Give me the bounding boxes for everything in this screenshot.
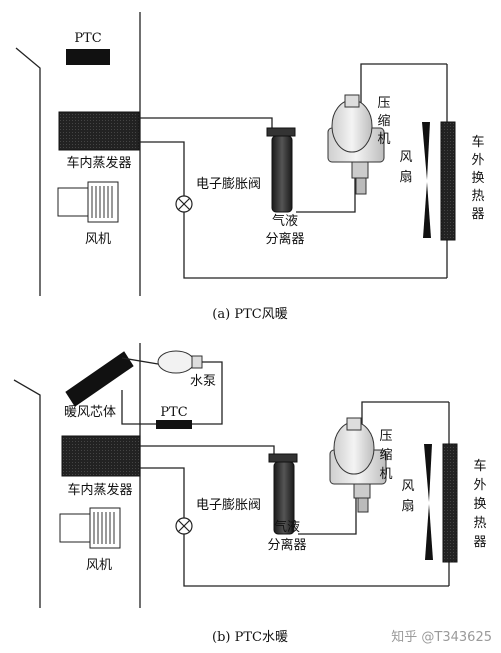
water-pump-label: 水泵 (190, 374, 216, 389)
compressor-label-1: 压 (377, 96, 390, 111)
compressor-label-2: 缩 (379, 447, 392, 463)
heater-core-label: 暖风芯体 (64, 405, 116, 420)
expansion-valve-label: 电子膨胀阀 (196, 177, 261, 192)
heater-core (65, 351, 134, 407)
fan-label-2: 扇 (401, 498, 414, 514)
exchanger-label-2: 外 (471, 153, 484, 168)
caption-a: (a) PTC风暖 (212, 307, 287, 322)
outdoor-heat-exchanger (440, 121, 456, 241)
expansion-valve-icon (175, 195, 193, 213)
ptc-label: PTC (74, 31, 101, 46)
separator-label-2: 分离器 (265, 231, 304, 247)
fan-label-1: 风 (401, 479, 414, 494)
compressor-icon (329, 417, 387, 513)
refrigerant-circuit (139, 63, 448, 279)
evaporator-label: 车内蒸发器 (67, 482, 132, 498)
exchanger-label-5: 器 (473, 535, 486, 550)
hvac-wall-left (15, 47, 41, 296)
panel-b: 暖风芯体 水泵 PTC 车内蒸发器 风机 (13, 343, 487, 645)
exchanger-label-1: 车 (471, 134, 484, 150)
fan-icon (422, 122, 431, 238)
exchanger-label-1: 车 (473, 458, 486, 474)
ptc-label: PTC (160, 405, 187, 420)
separator-label-1: 气液 (272, 213, 298, 229)
caption-b: (b) PTC水暖 (212, 630, 288, 645)
compressor-label-3: 机 (377, 132, 390, 147)
outdoor-heat-exchanger (442, 443, 458, 563)
expansion-valve-icon (175, 517, 193, 535)
exchanger-label-2: 外 (473, 478, 486, 493)
blower-label: 风机 (86, 558, 112, 573)
panel-a: PTC 车内蒸发器 风机 (15, 12, 485, 322)
blower-icon (59, 507, 121, 549)
fan-label-1: 风 (399, 150, 412, 165)
exchanger-label-3: 换 (473, 497, 486, 512)
refrigerant-circuit (140, 401, 450, 587)
water-pump-icon (157, 350, 203, 374)
separator-label-2: 分离器 (267, 537, 306, 553)
compressor-label-1: 压 (379, 429, 392, 444)
cabin-evaporator (58, 111, 140, 151)
ptc-heater (156, 420, 192, 429)
blower-label: 风机 (85, 232, 111, 247)
gas-liquid-separator (266, 127, 296, 213)
expansion-valve-label: 电子膨胀阀 (196, 498, 261, 513)
hvac-wall-left (13, 379, 41, 608)
blower-icon (57, 181, 119, 223)
watermark: 知乎 @T343625 (391, 629, 492, 645)
exchanger-label-3: 换 (471, 171, 484, 186)
exchanger-label-5: 器 (471, 207, 484, 222)
gas-liquid-separator (268, 453, 298, 535)
cabin-evaporator (61, 435, 141, 477)
ptc-heater (66, 49, 110, 65)
fan-label-2: 扇 (399, 169, 412, 185)
exchanger-label-4: 热 (471, 189, 484, 204)
compressor-label-3: 机 (379, 467, 392, 482)
coolant-circuit (121, 357, 223, 425)
compressor-icon (327, 94, 385, 195)
exchanger-label-4: 热 (473, 516, 486, 531)
separator-label-1: 气液 (274, 519, 300, 535)
compressor-label-2: 缩 (377, 113, 390, 129)
evaporator-label: 车内蒸发器 (66, 155, 131, 171)
fan-icon (424, 444, 433, 560)
